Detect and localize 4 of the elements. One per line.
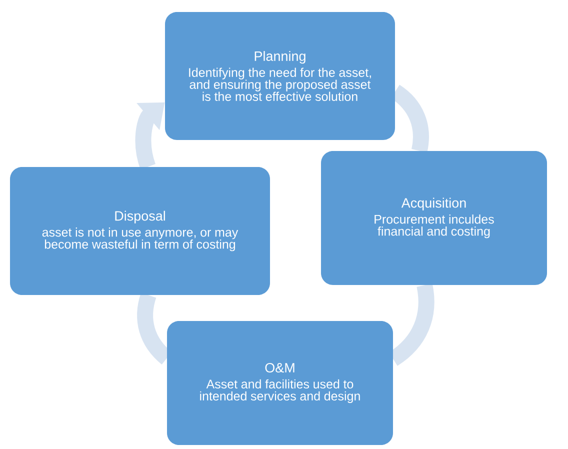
process-box: Planning Identifying the need for the asset, and ensuring the proposed asset is the most effective solution [165,12,395,140]
process-box: O&M Asset and facilities used to intended services and design [167,320,393,445]
process-box: Acquisition Procurement inculdes financial and costing [321,151,547,285]
process-box: Disposal asset is not in use anymore, or may become wasteful in term of costing [10,167,270,295]
